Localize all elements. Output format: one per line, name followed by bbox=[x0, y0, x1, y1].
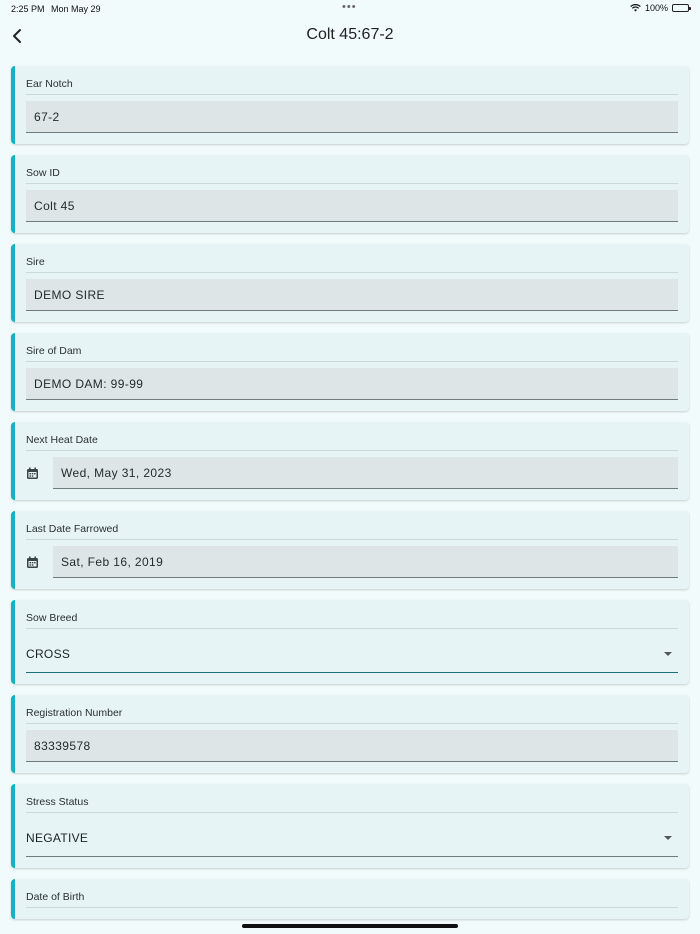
last-date-farrowed-card: Last Date Farrowed Sat, Feb 16, 2019 bbox=[11, 511, 689, 589]
status-time: 2:25 PM bbox=[11, 4, 45, 14]
sire-of-dam-label: Sire of Dam bbox=[26, 344, 678, 362]
sow-id-input[interactable]: Colt 45 bbox=[26, 190, 678, 222]
multitasking-dots-icon[interactable]: ••• bbox=[342, 1, 357, 13]
page-title: Colt 45:67-2 bbox=[306, 26, 394, 43]
stress-status-select[interactable]: NEGATIVE bbox=[26, 819, 678, 857]
home-indicator[interactable] bbox=[242, 924, 458, 928]
registration-number-input[interactable]: 83339578 bbox=[26, 730, 678, 762]
date-of-birth-label: Date of Birth bbox=[26, 890, 678, 908]
ear-notch-label: Ear Notch bbox=[26, 77, 678, 95]
status-bar: 2:25 PM Mon May 29 ••• 100% bbox=[0, 0, 700, 18]
next-heat-date-input[interactable]: Wed, May 31, 2023 bbox=[53, 457, 678, 489]
sow-id-card: Sow ID Colt 45 bbox=[11, 155, 689, 233]
dropdown-caret-icon bbox=[664, 651, 672, 656]
battery-icon bbox=[672, 4, 691, 12]
stress-status-label: Stress Status bbox=[26, 795, 678, 813]
status-date: Mon May 29 bbox=[51, 4, 101, 14]
stress-status-value: NEGATIVE bbox=[26, 830, 89, 845]
sow-id-label: Sow ID bbox=[26, 166, 678, 184]
status-right: 100% bbox=[630, 3, 691, 13]
sow-breed-card: Sow Breed CROSS bbox=[11, 600, 689, 684]
sire-of-dam-card: Sire of Dam DEMO DAM: 99-99 bbox=[11, 333, 689, 411]
last-date-farrowed-row: Sat, Feb 16, 2019 bbox=[26, 546, 678, 578]
wifi-icon bbox=[630, 4, 641, 12]
back-button[interactable] bbox=[6, 24, 28, 48]
nav-bar: Colt 45:67-2 bbox=[0, 20, 700, 52]
sire-input[interactable]: DEMO SIRE bbox=[26, 279, 678, 311]
next-heat-date-row: Wed, May 31, 2023 bbox=[26, 457, 678, 489]
last-date-farrowed-input[interactable]: Sat, Feb 16, 2019 bbox=[53, 546, 678, 578]
calendar-icon[interactable] bbox=[26, 546, 53, 578]
next-heat-date-label: Next Heat Date bbox=[26, 433, 678, 451]
battery-percent: 100% bbox=[644, 3, 668, 13]
sire-label: Sire bbox=[26, 255, 678, 273]
registration-number-card: Registration Number 83339578 bbox=[11, 695, 689, 773]
sire-card: Sire DEMO SIRE bbox=[11, 244, 689, 322]
registration-number-label: Registration Number bbox=[26, 706, 678, 724]
sow-breed-select[interactable]: CROSS bbox=[26, 635, 678, 673]
ear-notch-input[interactable]: 67-2 bbox=[26, 101, 678, 133]
last-date-farrowed-label: Last Date Farrowed bbox=[26, 522, 678, 540]
chevron-left-icon bbox=[13, 29, 21, 43]
ear-notch-card: Ear Notch 67-2 bbox=[11, 66, 689, 144]
sow-breed-label: Sow Breed bbox=[26, 611, 678, 629]
dropdown-caret-icon bbox=[664, 835, 672, 840]
sire-of-dam-input[interactable]: DEMO DAM: 99-99 bbox=[26, 368, 678, 400]
sow-form: Ear Notch 67-2 Sow ID Colt 45 Sire DEMO … bbox=[11, 66, 689, 930]
stress-status-card: Stress Status NEGATIVE bbox=[11, 784, 689, 868]
date-of-birth-card: Date of Birth bbox=[11, 879, 689, 919]
sow-breed-value: CROSS bbox=[26, 646, 71, 661]
calendar-icon[interactable] bbox=[26, 457, 53, 489]
next-heat-date-card: Next Heat Date Wed, May 31, 2023 bbox=[11, 422, 689, 500]
